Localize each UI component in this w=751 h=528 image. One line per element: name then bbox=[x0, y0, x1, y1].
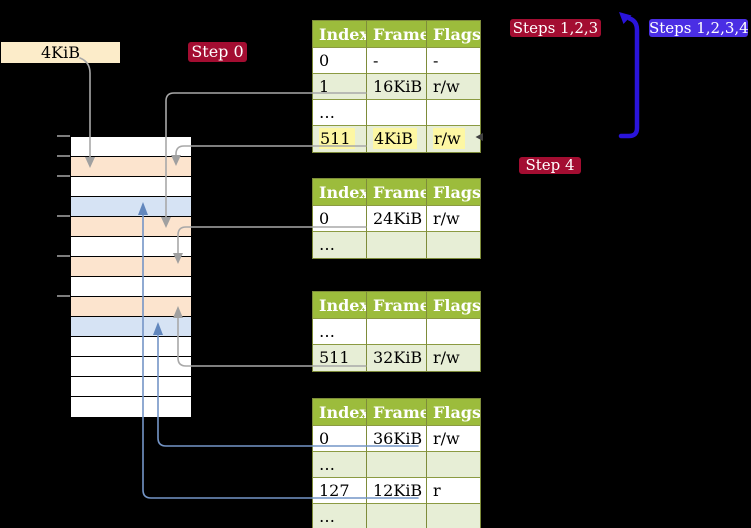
table-cell bbox=[427, 504, 480, 528]
table-cell bbox=[427, 100, 480, 126]
table-cell: … bbox=[313, 232, 367, 258]
memory-frame-row bbox=[71, 237, 191, 257]
table-cell bbox=[367, 452, 427, 478]
table-cell bbox=[427, 452, 480, 478]
table-cell: 0 bbox=[313, 426, 367, 452]
table-cell: r/w bbox=[427, 206, 480, 232]
column-header: Frame bbox=[367, 399, 427, 426]
table-row: … bbox=[313, 452, 480, 478]
table-cell: … bbox=[313, 319, 367, 345]
memory-tick bbox=[57, 255, 70, 257]
step4-label: Step 4 bbox=[519, 157, 581, 174]
highlighted-value: 4KiB bbox=[373, 128, 418, 149]
table-cell: 16KiB bbox=[367, 74, 427, 100]
table-cell: 511 bbox=[313, 345, 367, 371]
memory-frame-row bbox=[71, 137, 191, 157]
memory-frame-row bbox=[71, 177, 191, 197]
memory-tick bbox=[57, 155, 70, 157]
table-cell: 4KiB bbox=[367, 126, 427, 152]
table-cell: 1 bbox=[313, 74, 367, 100]
steps123-label: Steps 1,2,3 bbox=[510, 19, 601, 37]
physical-memory-column bbox=[70, 136, 192, 418]
column-header: Index bbox=[313, 21, 367, 48]
table-cell bbox=[427, 319, 480, 345]
memory-frame-row bbox=[71, 317, 191, 337]
table-row: … bbox=[313, 232, 480, 258]
table-cell: … bbox=[313, 504, 367, 528]
memory-tick bbox=[57, 175, 70, 177]
step0-label: Step 0 bbox=[188, 42, 247, 62]
column-header: Frame bbox=[367, 292, 427, 319]
table-cell: … bbox=[313, 452, 367, 478]
memory-frame-row bbox=[71, 277, 191, 297]
memory-frame-row bbox=[71, 297, 191, 317]
table-row: … bbox=[313, 100, 480, 126]
table-row: … bbox=[313, 319, 480, 345]
column-header: Flags bbox=[427, 21, 480, 48]
steps1234-label: Steps 1,2,3,4 bbox=[649, 19, 749, 37]
memory-frame-row bbox=[71, 337, 191, 357]
table-cell bbox=[427, 232, 480, 258]
table-cell: 511 bbox=[313, 126, 367, 152]
memory-frame-row bbox=[71, 397, 191, 417]
table-cell bbox=[367, 504, 427, 528]
column-header: Flags bbox=[427, 399, 480, 426]
memory-frame-row bbox=[71, 217, 191, 237]
table-cell: 32KiB bbox=[367, 345, 427, 371]
highlighted-value: 511 bbox=[319, 128, 355, 149]
table-cell: r bbox=[427, 478, 480, 504]
table-cell: - bbox=[367, 48, 427, 74]
column-header: Flags bbox=[427, 179, 480, 206]
highlighted-value: r/w bbox=[433, 128, 465, 149]
memory-frame-row bbox=[71, 157, 191, 177]
table-row: … bbox=[313, 504, 480, 528]
table-cell: … bbox=[313, 100, 367, 126]
memory-tick bbox=[57, 135, 70, 137]
column-header: Index bbox=[313, 399, 367, 426]
table-cell: 0 bbox=[313, 48, 367, 74]
column-header: Frame bbox=[367, 179, 427, 206]
memory-tick bbox=[57, 295, 70, 297]
column-header: Index bbox=[313, 179, 367, 206]
table-cell: r/w bbox=[433, 348, 460, 367]
table-cell: r/w bbox=[427, 74, 480, 100]
table-cell: 12KiB bbox=[367, 478, 427, 504]
table-cell bbox=[367, 232, 427, 258]
table-cell: 24KiB bbox=[367, 206, 427, 232]
table-cell bbox=[367, 100, 427, 126]
memory-frame-row bbox=[71, 357, 191, 377]
table-cell: 36KiB bbox=[367, 426, 427, 452]
table-row: 0-- bbox=[313, 48, 480, 74]
memory-tick bbox=[57, 215, 70, 217]
table-cell: r/w bbox=[427, 126, 480, 152]
memory-frame-row bbox=[71, 197, 191, 217]
steps1234-loop-arrow bbox=[618, 16, 640, 139]
page-size-label: 4KiB bbox=[1, 42, 120, 63]
table-cell bbox=[367, 319, 427, 345]
column-header: Frame bbox=[367, 21, 427, 48]
table-cell: - bbox=[427, 48, 480, 74]
memory-frame-row bbox=[71, 257, 191, 277]
table-cell: 0 bbox=[313, 206, 367, 232]
table-cell: r/w bbox=[427, 426, 480, 452]
table-cell: 127 bbox=[313, 478, 367, 504]
arrowhead-upleft-icon bbox=[619, 12, 632, 24]
column-header: Flags bbox=[427, 292, 480, 319]
table-row: 511 4KiB r/w bbox=[313, 126, 480, 152]
memory-frame-row bbox=[71, 377, 191, 397]
column-header: Index bbox=[313, 292, 367, 319]
